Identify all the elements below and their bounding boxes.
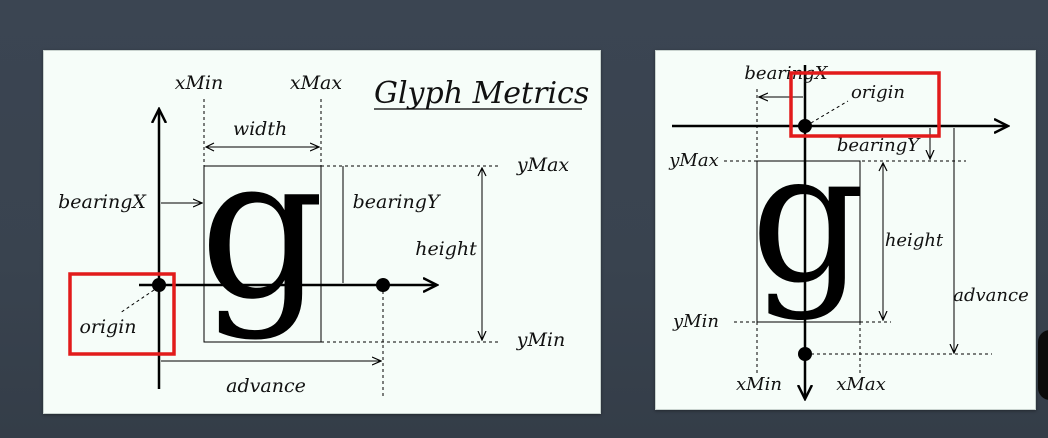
horizontal-metrics-panel: Glyph Metrics g xMin xMax width bearingX… <box>43 50 601 414</box>
width-label: width <box>233 118 287 140</box>
origin-label: origin <box>851 82 905 103</box>
vertical-metrics-diagram: g bearingX origin bearingY yMax yMin hei… <box>668 63 1029 409</box>
diagram-title: Glyph Metrics <box>374 76 589 111</box>
origin-point <box>798 119 812 133</box>
ymin-label: yMin <box>516 329 566 351</box>
bearingy-label: bearingY <box>837 135 921 156</box>
height-label: height <box>885 230 944 251</box>
glyph-g: g <box>750 114 865 323</box>
origin-highlight-box <box>68 272 176 356</box>
advance-label: advance <box>226 375 306 397</box>
origin-leader <box>810 100 849 124</box>
ymax-label: yMax <box>516 154 570 176</box>
advance-point <box>376 278 390 292</box>
ymin-label: yMin <box>672 311 719 332</box>
origin-label: origin <box>79 316 136 338</box>
xmin-label: xMin <box>736 374 782 395</box>
xmax-label: xMax <box>836 374 885 395</box>
origin-point <box>152 278 166 292</box>
xmax-label: xMax <box>290 72 342 94</box>
bearingy-label: bearingY <box>353 191 442 213</box>
edge-object <box>1038 330 1048 400</box>
bearingx-label: bearingX <box>744 63 828 84</box>
glyph-bounding-box <box>203 165 322 343</box>
height-label: height <box>415 238 477 260</box>
horizontal-metrics-diagram: Glyph Metrics g xMin xMax width bearingX… <box>58 72 589 397</box>
advance-label: advance <box>953 285 1028 306</box>
glyph-g: g <box>199 115 324 343</box>
origin-leader <box>119 289 155 314</box>
xmin-label: xMin <box>175 72 223 94</box>
ymax-label: yMax <box>668 150 718 171</box>
origin-highlight-box <box>789 71 941 138</box>
advance-point <box>798 347 812 361</box>
vertical-metrics-panel: g bearingX origin bearingY yMax yMin hei… <box>655 50 1036 410</box>
bearingx-label: bearingX <box>58 191 147 213</box>
